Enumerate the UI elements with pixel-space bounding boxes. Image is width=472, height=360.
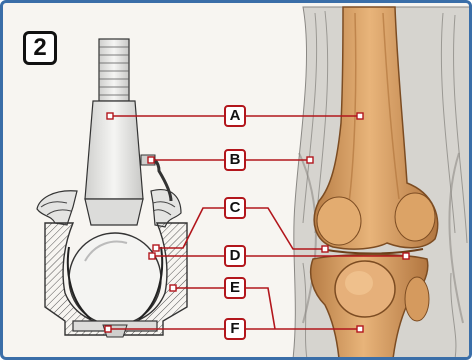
endpoint-c-right xyxy=(322,246,328,252)
endpoint-f-right xyxy=(357,326,363,332)
diagram-canvas xyxy=(3,3,472,360)
femoral-condyle-left xyxy=(317,197,361,245)
label-e: E xyxy=(224,277,246,299)
label-c: C xyxy=(224,197,246,219)
label-b: B xyxy=(224,149,246,171)
label-a: A xyxy=(224,105,246,127)
stud-neck xyxy=(85,199,143,225)
patella-highlight xyxy=(345,271,373,295)
femoral-condyle-right xyxy=(395,193,435,241)
label-d: D xyxy=(224,245,246,267)
endpoint-c-left xyxy=(153,245,159,251)
label-f: F xyxy=(224,318,246,340)
endpoint-a-right xyxy=(357,113,363,119)
fibula-head xyxy=(405,277,429,321)
stud-thread xyxy=(99,39,129,101)
endpoint-b-left xyxy=(148,157,154,163)
figure-number-badge: 2 xyxy=(23,31,57,65)
endpoint-f-left xyxy=(105,326,111,332)
knee-illustration xyxy=(293,7,472,359)
endpoint-b-right xyxy=(307,157,313,163)
ball-joint-illustration xyxy=(37,39,187,337)
leader-e-right xyxy=(246,288,275,329)
endpoint-d-left xyxy=(149,253,155,259)
endpoint-a-left xyxy=(107,113,113,119)
endpoint-d-right xyxy=(403,253,409,259)
endpoint-e-left xyxy=(170,285,176,291)
